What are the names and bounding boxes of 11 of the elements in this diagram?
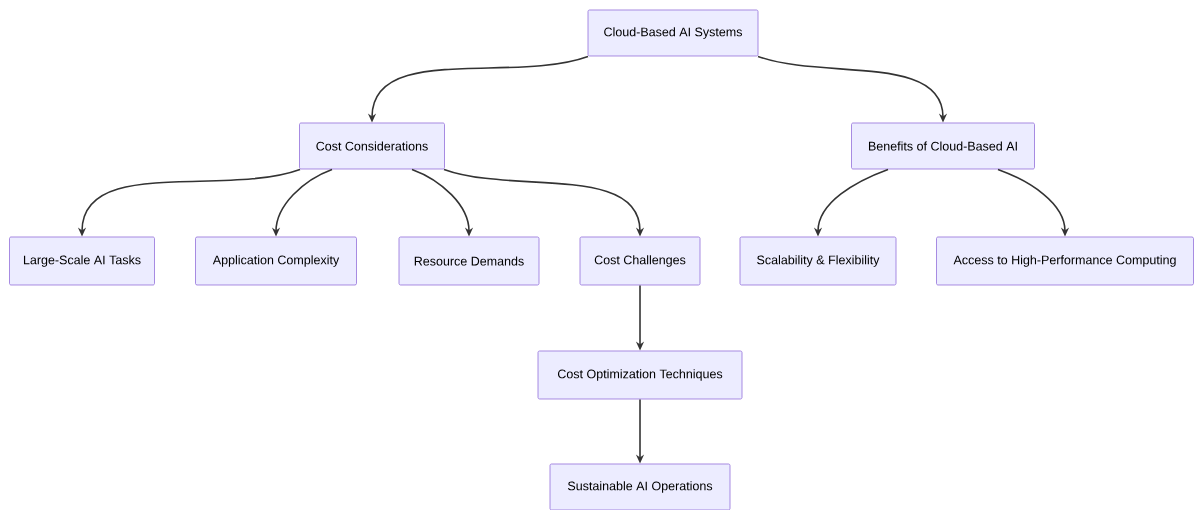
process-box: Cost Considerations: [299, 122, 445, 170]
process-box: Application Complexity: [195, 236, 357, 286]
process-box: Cloud-Based AI Systems: [587, 9, 759, 57]
process-box: Large-Scale AI Tasks: [9, 236, 155, 286]
process-box: Cost Challenges: [579, 236, 701, 286]
process-box: Access to High-Performance Computing: [936, 236, 1194, 286]
process-box: Sustainable AI Operations: [549, 463, 731, 510]
process-box: Benefits of Cloud-Based AI: [851, 122, 1035, 170]
process-box: Cost Optimization Techniques: [537, 350, 743, 400]
process-box: Scalability & Flexibility: [739, 236, 897, 286]
process-box: Resource Demands: [398, 236, 540, 286]
